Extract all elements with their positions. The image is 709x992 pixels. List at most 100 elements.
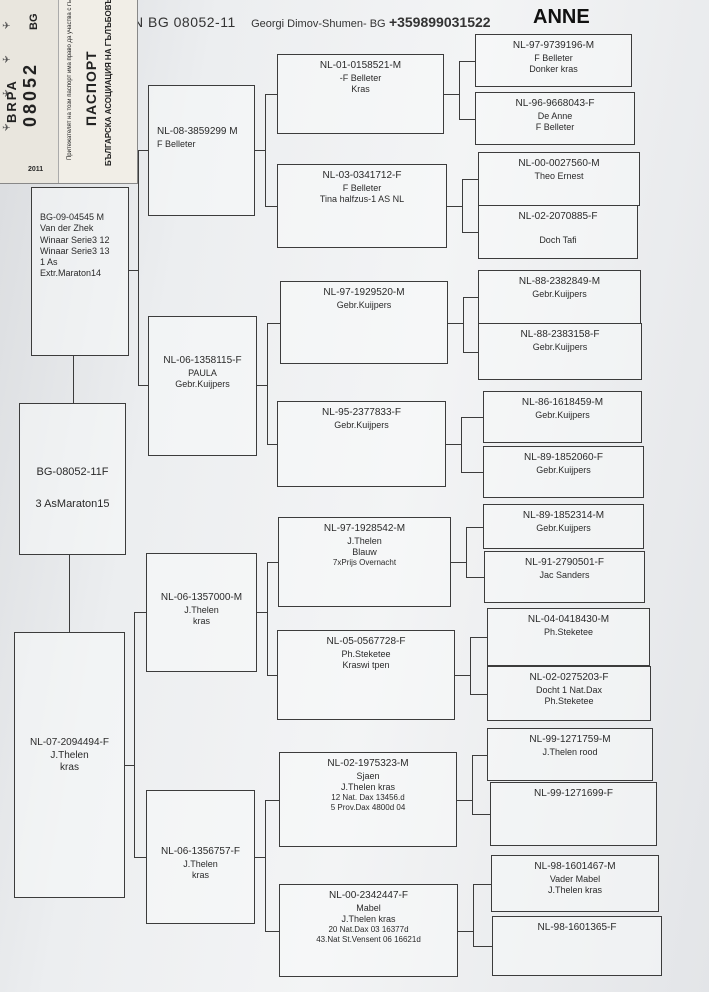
connector-line: [138, 150, 148, 151]
connector-line: [472, 814, 490, 815]
grandparent-line: J.Thelen: [184, 604, 219, 615]
great-grandparent-line: 7xPrijs Overnacht: [332, 558, 397, 567]
gg-grandparent-line: NL-98-1601467-M: [534, 861, 616, 872]
sire-line: Winaar Serie3 13: [40, 245, 110, 256]
great-grandparent-line: NL-95-2377833-F: [322, 407, 401, 418]
gg-grandparent-line: NL-86-1618459-M: [521, 397, 604, 408]
gg-grandparent-line: Doch Tafi: [539, 234, 577, 245]
connector-line: [457, 799, 472, 801]
great-grandparent-line: Kras: [351, 83, 370, 94]
gg-grandparent-box: NL-98-1601365-F: [492, 916, 662, 976]
gg-grandparent-line: [479, 224, 637, 235]
connector-line: [255, 150, 265, 151]
passport-year: 2011: [28, 166, 44, 173]
great-grandparent-line: Ph.Steketee: [341, 648, 391, 659]
pedigree-header: N BG 08052-11 Georgi Dimov-Shumen- BG +3…: [133, 14, 513, 36]
connector-line: [138, 150, 139, 385]
dam-line: NL-07-2094494-F: [30, 737, 109, 748]
connector-line: [129, 270, 139, 271]
connector-line: [257, 612, 267, 613]
passport-org: BRPA: [4, 79, 19, 123]
connector-line: [470, 637, 487, 638]
sire-line: Winaar Serie3 12: [40, 234, 110, 245]
connector-line: [265, 799, 279, 801]
gg-grandparent-line: NL-02-0275203-F: [529, 672, 609, 683]
pigeon-box: BG-08052-11F 3 AsMaraton15: [19, 403, 126, 555]
connector-line: [265, 94, 277, 95]
connector-line: [459, 60, 460, 119]
connector-line: [472, 754, 473, 814]
great-grandparent-line: 20 Nat.Dax 03 16377d: [328, 925, 409, 934]
passport-number: 08052: [20, 61, 40, 127]
connector-line: [134, 612, 146, 613]
sire-line: BG-09-04545 M: [40, 212, 105, 222]
connector-line: [444, 94, 459, 95]
great-grandparent-line: 12 Nat. Dax 13456.d: [331, 793, 405, 802]
passport-number-strip: ✈✈✈✈: [0, 0, 59, 183]
connector-line: [466, 526, 467, 577]
connector-line: [459, 60, 475, 62]
gg-grandparent-line: Gebr.Kuijpers: [532, 288, 587, 299]
gg-grandparent-line: NL-99-1271759-M: [529, 734, 611, 745]
great-grandparent-line: NL-05-0567728-F: [326, 636, 406, 647]
gg-grandparent-line: NL-96-9668043-F: [515, 98, 595, 109]
gg-grandparent-line: Theo Ernest: [534, 170, 584, 181]
gg-grandparent-line: De Anne: [537, 110, 573, 121]
gg-grandparent-line: Gebr.Kuijpers: [535, 409, 590, 420]
connector-line: [466, 526, 483, 528]
grandparent-line: PAULA: [188, 367, 217, 378]
great-grandparent-line: F Belleter: [342, 182, 382, 193]
connector-line: [472, 754, 487, 756]
great-grandparent-line: NL-03-0341712-F: [322, 170, 402, 181]
connector-line: [455, 675, 470, 676]
connector-line: [461, 417, 462, 472]
sire-line: 1 As: [40, 257, 58, 267]
connector-line: [451, 562, 466, 563]
grandparent-line: NL-06-1358115-F: [163, 355, 242, 366]
connector-line: [470, 693, 487, 695]
gg-grandparent-line: Donker kras: [529, 63, 578, 74]
pigeon-name: ANNE: [533, 6, 590, 28]
connector-line: [255, 857, 265, 858]
connector-line: [267, 322, 268, 444]
connector-line: [265, 930, 279, 932]
great-grandparent-line: NL-97-1929520-M: [323, 287, 405, 298]
great-grandparent-line: Kraswi tpen: [342, 659, 390, 670]
gg-grandparent-line: Gebr.Kuijpers: [536, 464, 591, 475]
grandparent-line: J.Thelen: [183, 858, 218, 869]
gg-grandparent-line: NL-88-2383158-F: [520, 329, 600, 340]
grandparent-line: NL-06-1357000-M: [160, 592, 243, 603]
connector-line: [447, 206, 462, 207]
connector-line: [446, 444, 461, 445]
sire-line: Extr.Maraton14: [40, 268, 102, 279]
gg-grandparent-line: Jac Sanders: [539, 569, 590, 580]
connector-line: [267, 444, 277, 445]
connector-line: [265, 206, 277, 207]
sire-line: Van der Zhek: [40, 223, 94, 234]
connector-line: [134, 857, 146, 858]
connector-line: [461, 472, 483, 473]
passport-note: Притежателят на този паспорт има право д…: [67, 0, 73, 160]
connector-line: [448, 322, 463, 324]
gg-grandparent-line: F Belleter: [534, 52, 573, 63]
passport-card: ✈✈✈✈ БЪЛГАРСКА АСОЦИАЦИЯ НА ГЪЛЪБОВЪДИТЕ…: [0, 0, 138, 184]
great-grandparent-line: NL-00-2342447-F: [329, 890, 408, 901]
great-grandparent-line: 5 Prov.Dax 4800d 04: [330, 803, 406, 812]
connector-line: [473, 946, 492, 947]
